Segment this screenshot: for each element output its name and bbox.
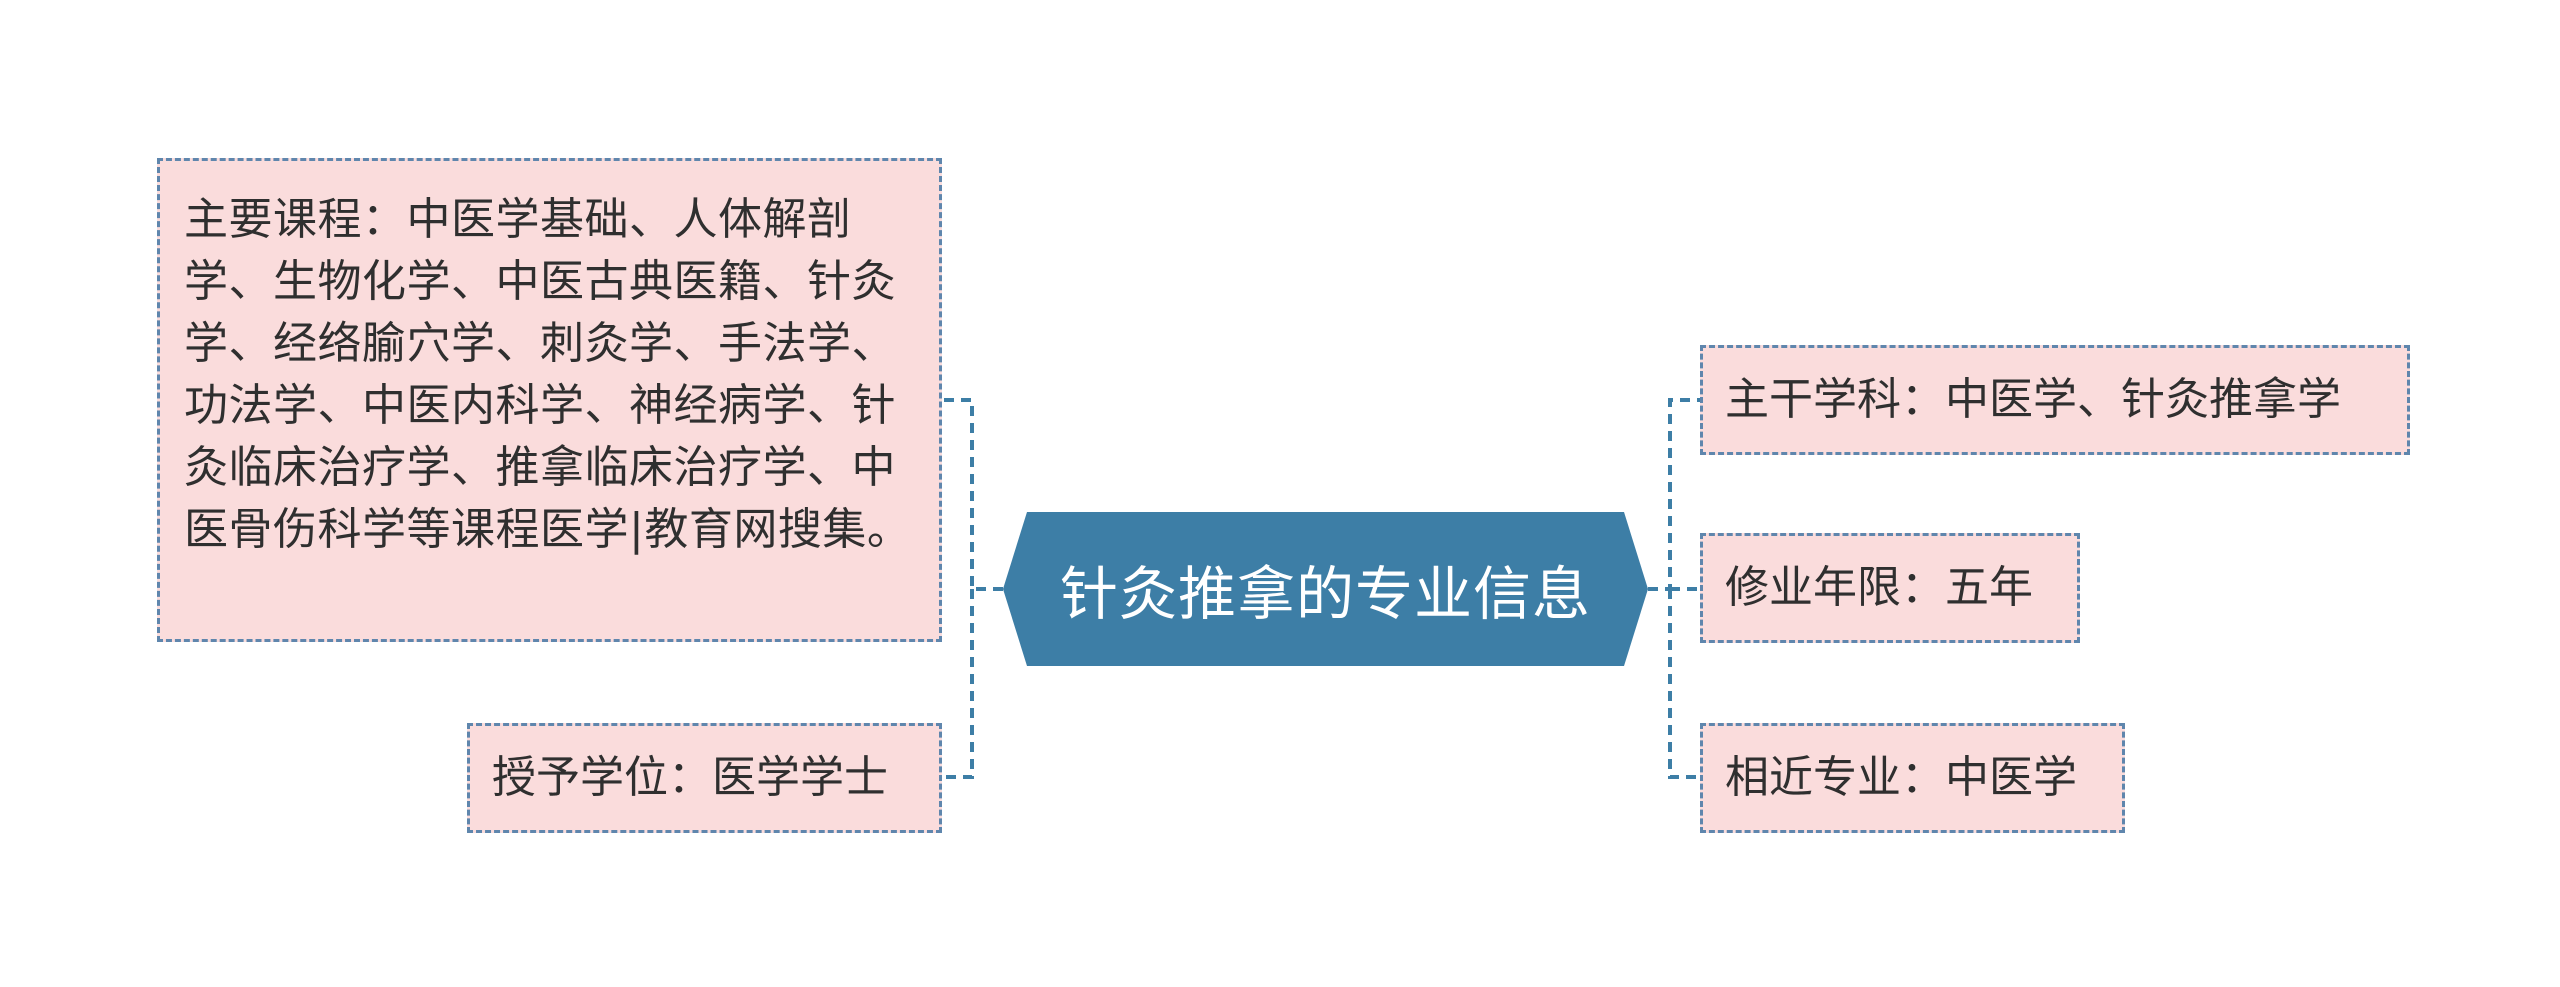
main-subject-text: 主干学科：中医学、针灸推拿学 xyxy=(1725,374,2341,425)
courses-node: 主要课程：中医学基础、人体解剖学、生物化学、中医古典医籍、针灸学、经络腧穴学、刺… xyxy=(157,158,942,642)
duration-node: 修业年限：五年 xyxy=(1700,533,2080,643)
degree-text: 授予学位：医学学士 xyxy=(492,752,888,803)
connector-left-trunk xyxy=(942,398,1003,591)
related-major-node: 相近专业：中医学 xyxy=(1700,723,2125,833)
degree-node: 授予学位：医学学士 xyxy=(467,723,942,833)
connector-right-related xyxy=(1668,589,1700,779)
central-topic-hexagon xyxy=(1003,512,1648,666)
courses-text: 主要课程：中医学基础、人体解剖学、生物化学、中医古典医籍、针灸学、经络腧穴学、刺… xyxy=(184,194,912,555)
central-topic-label: 针灸推拿的专业信息 xyxy=(1059,560,1591,628)
connector-right-trunk xyxy=(1648,398,1700,591)
central-topic-node: 针灸推拿的专业信息 xyxy=(1003,512,1648,666)
duration-text: 修业年限：五年 xyxy=(1725,562,2033,613)
connector-left-degree xyxy=(942,589,974,779)
main-subject-node: 主干学科：中医学、针灸推拿学 xyxy=(1700,345,2410,455)
related-major-text: 相近专业：中医学 xyxy=(1725,752,2077,803)
